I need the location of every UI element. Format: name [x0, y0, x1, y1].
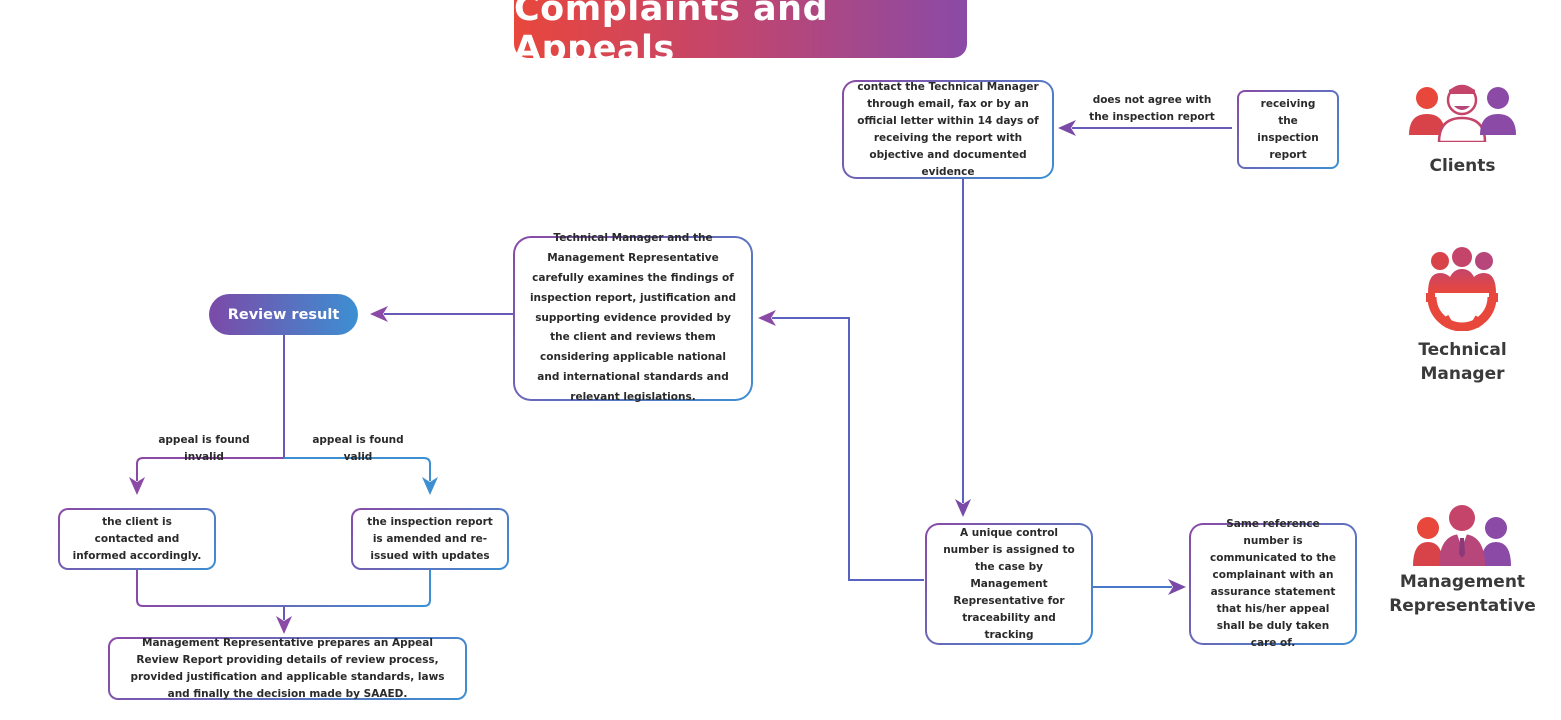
edge-label-valid: appeal is found valid	[312, 434, 404, 463]
arrow-to-invalid	[129, 477, 145, 495]
arrow-to-review	[370, 306, 388, 322]
arrow-to-control	[955, 499, 971, 517]
arrow-to-examines	[758, 310, 776, 326]
node-client-contacted: the client is contacted and informed acc…	[58, 508, 216, 570]
node-receiving-report: receiving the inspection report	[1237, 90, 1339, 169]
lane-label-clients: Clients	[1429, 156, 1496, 176]
node-report-amended: the inspection report is amended and re-…	[351, 508, 509, 570]
arrow-to-contact	[1058, 120, 1076, 136]
arrow-to-reference	[1168, 579, 1186, 595]
node-appeal-review-report: Management Representative prepares an Ap…	[108, 637, 467, 700]
edge-label-invalid: appeal is found invalid	[158, 434, 250, 463]
node-reference-number: Same reference number is communicated to…	[1189, 518, 1357, 649]
arrow-to-appeal-report	[276, 616, 292, 634]
node-contact-tm: contact the Technical Manager through em…	[842, 80, 1054, 179]
edge-label-does-not-agree: does not agree with the inspection repor…	[1089, 94, 1215, 123]
business-team-icon	[1413, 505, 1511, 566]
page-title: Complaints and Appeals	[514, 0, 967, 69]
node-tm-examines: Technical Manager and the Management Rep…	[513, 232, 753, 403]
node-control-number: A unique control number is assigned to t…	[925, 523, 1093, 645]
lane-label-management-representative: Management Representative	[1389, 572, 1536, 616]
clients-group-icon	[1409, 84, 1516, 142]
lane-label-technical-manager: Technical Manager	[1418, 340, 1507, 384]
team-gear-icon	[1426, 247, 1498, 331]
page-title-text: Complaints and Appeals	[514, 0, 829, 69]
arrow-to-valid	[422, 477, 438, 495]
review-result-node: Review result	[209, 294, 358, 335]
